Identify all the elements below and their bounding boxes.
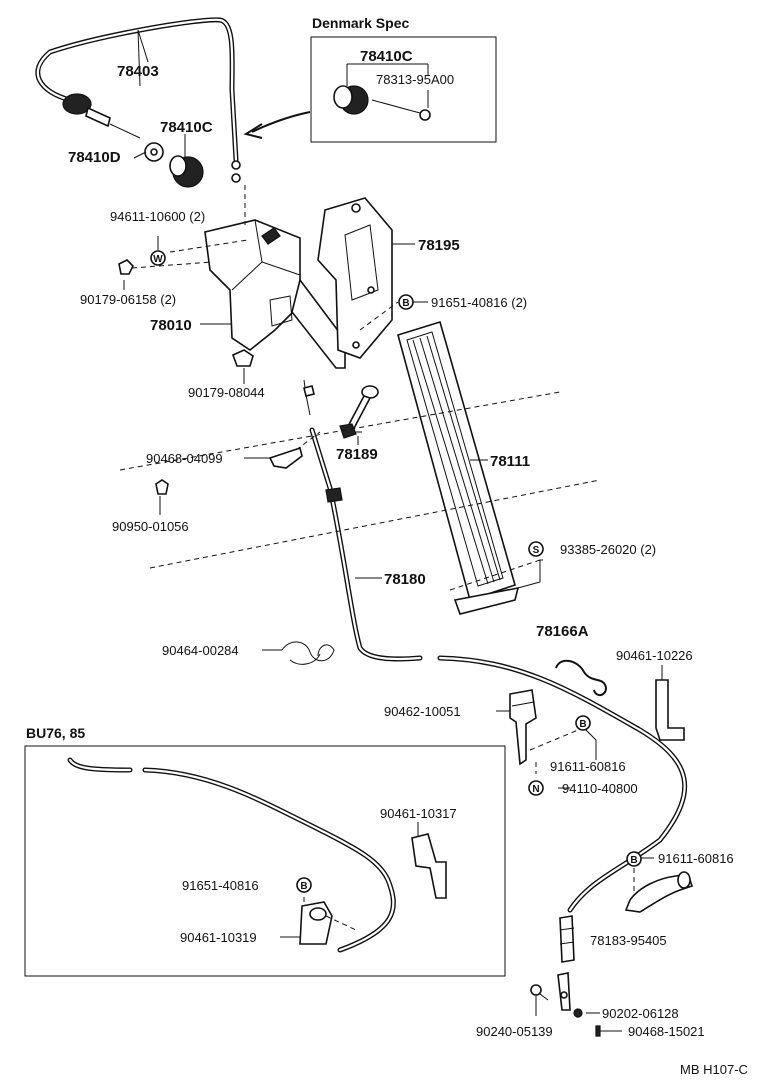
clamp-90464-00284: [281, 641, 335, 665]
dash-91651-top: [359, 301, 399, 331]
denmark-pointer-arrow: [251, 111, 311, 133]
marker-w: W: [150, 250, 166, 266]
label-78410C: 78410C: [160, 119, 213, 136]
denmark-spec-inset: Denmark Spec: [310, 15, 497, 143]
label-78410D: 78410D: [68, 149, 121, 166]
label-bu-90461-10317: 90461-10317: [380, 806, 457, 821]
label-90462-10051: 90462-10051: [384, 704, 461, 719]
svg-text:B: B: [630, 855, 637, 866]
label-90461-10226: 90461-10226: [616, 648, 693, 663]
bu-dash-clamp: [325, 915, 357, 931]
bracket-dash-2: [169, 239, 249, 253]
reference-line-2: [149, 479, 601, 569]
upper-cable-78403: [35, 17, 241, 183]
label-90468-15021: 90468-15021: [628, 1024, 705, 1039]
label-denmark-78410C: 78410C: [360, 48, 413, 65]
drawing-code: MB H107-C: [680, 1062, 748, 1077]
svg-text:W: W: [153, 254, 163, 265]
label-bu-90461-10319: 90461-10319: [180, 930, 257, 945]
clip-90468-04099: [268, 446, 303, 469]
grommet-90950-01056: [155, 479, 169, 495]
clamp-90462-10051: [509, 689, 537, 766]
denmark-spec-frame: [310, 36, 497, 143]
svg-text:B: B: [300, 881, 307, 892]
washer-78410D: [144, 142, 164, 162]
dash-clip-04099: [295, 431, 321, 451]
marker-b-91651-top: B: [398, 294, 414, 310]
label-78111: 78111: [490, 453, 530, 470]
denmark-spec-title: Denmark Spec: [312, 15, 409, 31]
svg-text:B: B: [402, 298, 409, 309]
bolt-90240-05139: [530, 984, 549, 1001]
label-78010: 78010: [150, 317, 192, 334]
label-90179-08044: 90179-08044: [188, 385, 265, 400]
denmark-knob-78410C: [333, 85, 369, 115]
clamp-90461-10226: [655, 679, 685, 741]
svg-text:B: B: [579, 719, 586, 730]
main-cable-78180: [303, 379, 688, 1011]
label-78403: 78403: [117, 63, 159, 80]
knob-78410C: [169, 155, 204, 188]
svg-text:S: S: [533, 545, 540, 556]
label-78313-95A00: 78313-95A00: [376, 72, 454, 87]
clip-78166A: [555, 659, 608, 696]
label-91611-60816-b: 91611-60816: [658, 851, 734, 866]
label-94110-40800: 94110-40800: [562, 781, 638, 796]
bracket-78010: [204, 219, 346, 369]
leader-78410D: [133, 151, 147, 159]
label-90202-06128: 90202-06128: [602, 1006, 679, 1021]
bu76-title: BU76, 85: [26, 725, 85, 741]
washer-90202-06128: [573, 1008, 583, 1018]
label-78183-95405: 78183-95405: [590, 933, 667, 948]
bu76-inset: BU76, 85: [24, 725, 506, 977]
nut-90179-06158: [118, 259, 134, 275]
stopper-78189: [339, 385, 379, 439]
dash-91611-a: [529, 729, 579, 751]
label-94611-10600: 94611-10600 (2): [110, 209, 205, 224]
label-90950-01056: 90950-01056: [112, 519, 189, 534]
clamp-78183-95405: [624, 871, 694, 913]
svg-text:N: N: [532, 784, 539, 795]
label-91651-40816-2: 91651-40816 (2): [431, 295, 527, 310]
marker-b-91611-b: B: [626, 851, 642, 867]
denmark-leaders: [346, 63, 429, 114]
pin-90468-15021: [595, 1025, 601, 1037]
leader-91611-a: [585, 729, 597, 760]
reference-line-1: [119, 391, 561, 471]
bu-clamp-90461-10319: [299, 901, 333, 945]
bu76-frame: [24, 745, 506, 977]
label-78180: 78180: [384, 571, 426, 588]
pedal-bracket-78195: [317, 197, 393, 359]
leader-93385: [517, 559, 543, 589]
label-78189: 78189: [336, 446, 378, 463]
label-78195: 78195: [418, 237, 460, 254]
marker-b-91611-a: B: [575, 715, 591, 731]
pedal-pad-78111: [397, 320, 541, 615]
label-90240-05139: 90240-05139: [476, 1024, 553, 1039]
label-91611-60816-a: 91611-60816: [550, 759, 626, 774]
label-93385-26020: 93385-26020 (2): [560, 542, 656, 557]
label-90468-04099: 90468-04099: [146, 451, 223, 466]
denmark-nut-78313: [419, 109, 431, 121]
label-bu-91651-40816: 91651-40816: [182, 878, 259, 893]
marker-s-93385: S: [528, 541, 544, 557]
denmark-pointer-arrowhead: [243, 123, 263, 139]
leader-78403: [137, 29, 149, 87]
bu-clamp-90461-10317: [411, 833, 447, 899]
label-78166A: 78166A: [536, 623, 589, 640]
bracket-dash-3: [131, 261, 213, 269]
nut-90179-08044: [231, 349, 254, 367]
label-90179-06158: 90179-06158 (2): [80, 292, 176, 307]
marker-n-94110: N: [528, 780, 544, 796]
marker-b-bu-91651: B: [296, 877, 312, 893]
label-90464-00284: 90464-00284: [162, 643, 239, 658]
